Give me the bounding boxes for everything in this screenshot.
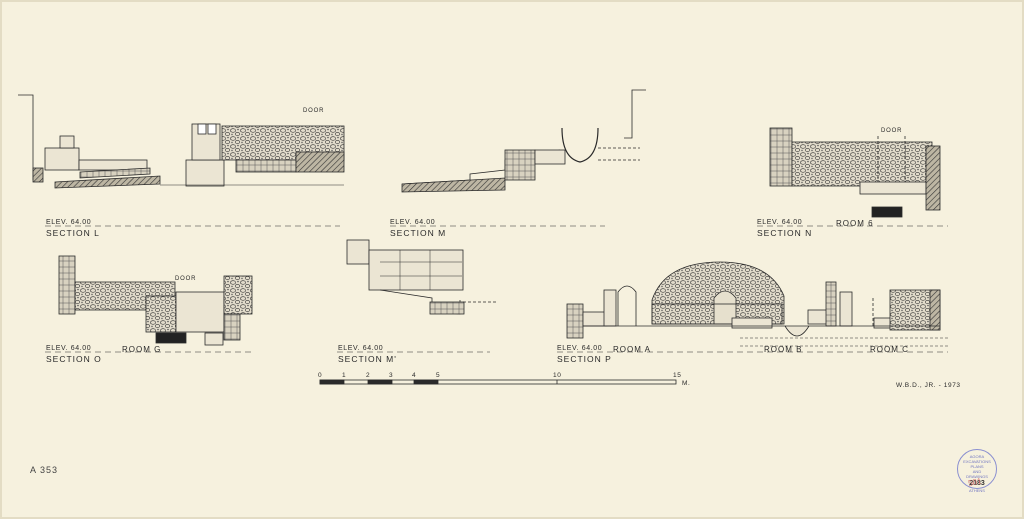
scale-tick-10: 10 <box>553 372 562 379</box>
section-p-room-a-label: ROOM A <box>613 345 652 354</box>
section-m-prime-drawing <box>337 239 496 353</box>
section-p-elev-label: ELEV. 64.00 <box>557 345 603 352</box>
stamp-line-4: DRAWINGS <box>966 474 988 479</box>
section-p-title: SECTION P <box>557 354 612 364</box>
section-n-room-label: ROOM 6 <box>836 219 874 228</box>
scale-tick-2: 2 <box>366 372 371 379</box>
section-p-room-c-label: ROOM C <box>870 345 909 354</box>
section-m-drawing <box>390 89 646 227</box>
stamp-line-3: AND <box>972 469 982 474</box>
section-l-title: SECTION L <box>46 228 100 238</box>
section-n-elev-label: ELEV. 64.00 <box>757 219 803 226</box>
section-l-door-label: DOOR <box>303 108 325 114</box>
scale-tick-3: 3 <box>389 372 394 379</box>
section-p-drawing <box>557 261 948 353</box>
scale-tick-15: 15 <box>673 372 682 379</box>
section-p-room-b-label: ROOM B <box>764 345 803 354</box>
stamp-city: ATHENS <box>969 488 985 493</box>
scale-unit: M. <box>682 380 691 387</box>
section-n-title: SECTION N <box>757 228 813 238</box>
section-m-elev-label: ELEV. 64.00 <box>390 219 436 226</box>
section-n-drawing <box>757 127 948 227</box>
scale-tick-4: 4 <box>412 372 417 379</box>
section-m-title: SECTION M <box>390 228 447 238</box>
section-n-door-label: DOOR <box>881 128 903 134</box>
stamp-line-2: PLANS <box>970 464 984 469</box>
section-m-prime-elev-label: ELEV. 64.00 <box>338 345 384 352</box>
section-m-prime-title: SECTION M' <box>338 354 397 364</box>
section-o-door-label: DOOR <box>175 276 197 282</box>
agora-excavations-stamp: AGORA EXCAVATIONS PLANS AND DRAWINGS 218… <box>957 449 997 493</box>
scale-tick-1: 1 <box>342 372 347 379</box>
signature: W.B.D., JR. - 1973 <box>896 382 961 389</box>
section-o-room-label: ROOM G <box>122 345 162 354</box>
section-o-elev-label: ELEV. 64.00 <box>46 345 92 352</box>
scale-tick-0: 0 <box>318 372 323 379</box>
section-l-elev-label: ELEV. 64.00 <box>46 219 92 226</box>
scale-bar <box>319 379 677 385</box>
stamp-number: 2183 <box>969 480 985 487</box>
section-o-drawing <box>45 255 253 353</box>
sheet-number: A 353 <box>30 465 59 475</box>
stamp-line-1: AGORA EXCAVATIONS <box>963 454 991 464</box>
section-l-drawing <box>18 94 345 227</box>
scale-tick-5: 5 <box>436 372 441 379</box>
section-o-title: SECTION O <box>46 354 102 364</box>
